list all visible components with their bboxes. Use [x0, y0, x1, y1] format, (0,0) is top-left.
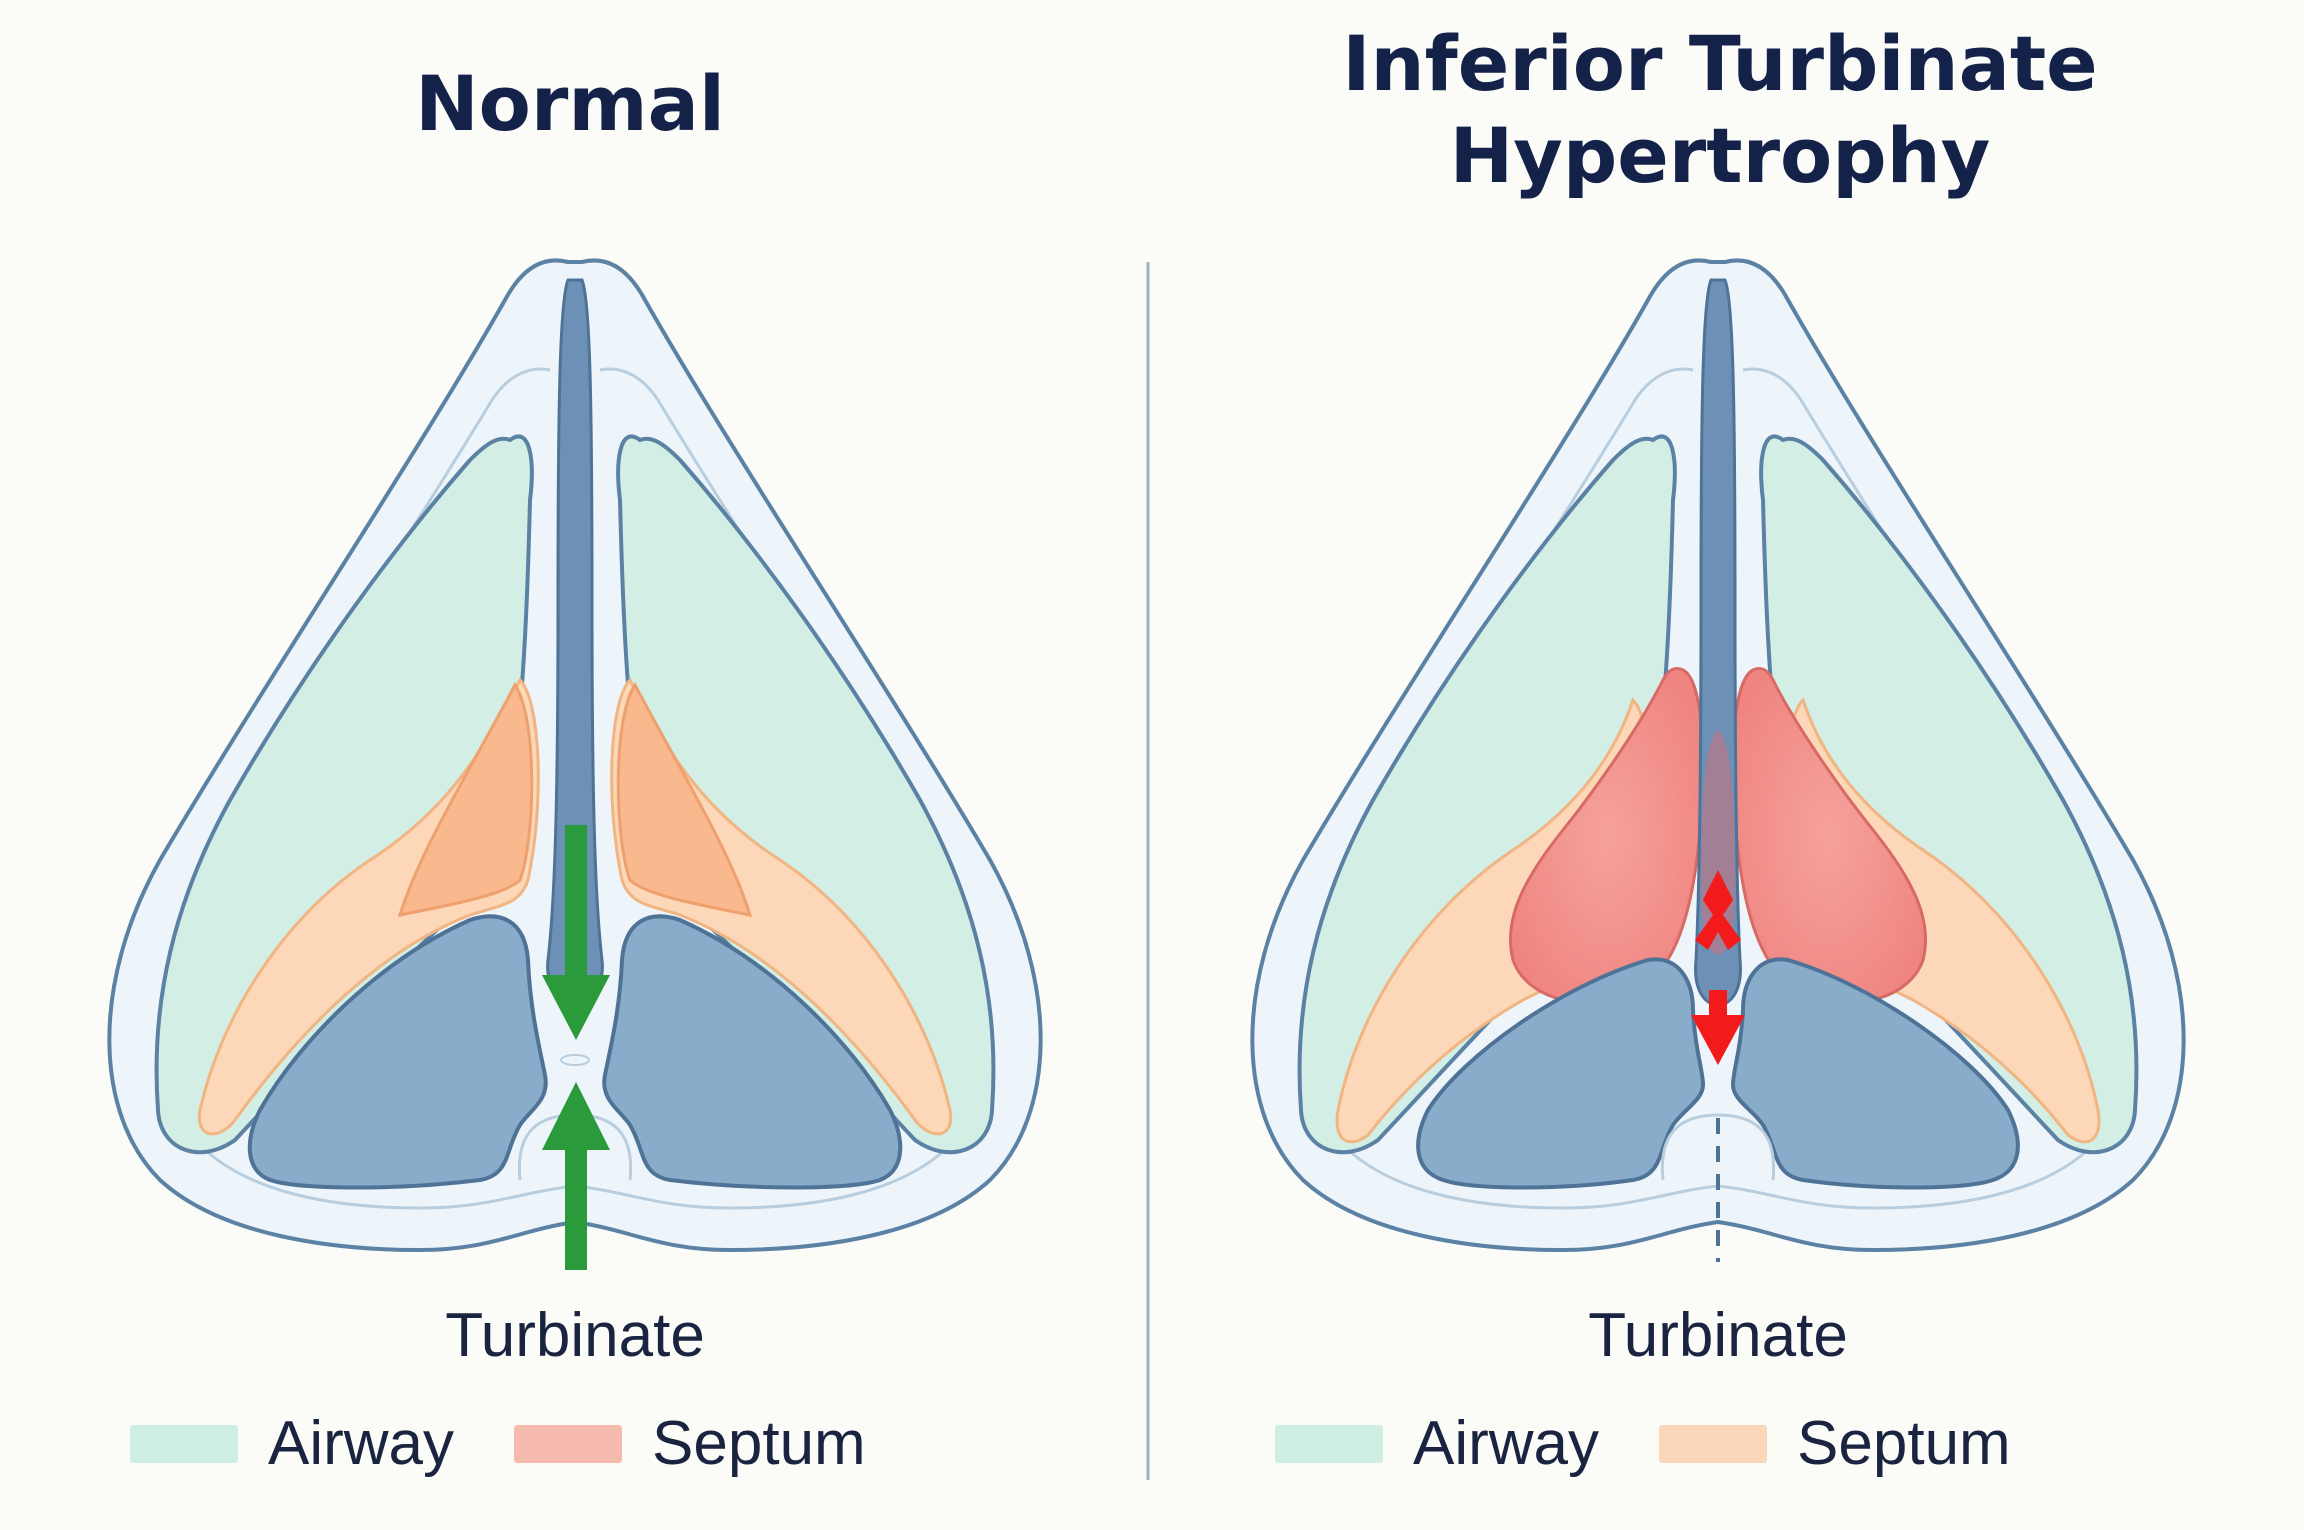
- normal-panel-title: Normal: [320, 58, 820, 150]
- hypertrophy-legend-label-airway: Airway: [1413, 1409, 1600, 1478]
- normal-legend-swatch-septum: [514, 1425, 623, 1463]
- hypertrophy-title-line-2: Hypertrophy: [1449, 111, 1991, 200]
- hypertrophy-nostril-arc: [1660, 1113, 1776, 1181]
- hypertrophy-lower-chamber-right: [1730, 957, 2020, 1190]
- normal-airflow-gap: [560, 1054, 590, 1066]
- hypertrophy-legend-swatch-septum: [1659, 1425, 1768, 1463]
- normal-title-line: Normal: [415, 59, 725, 148]
- normal-lower-chamber-right: [602, 914, 903, 1190]
- normal-nose-diagram: [107, 258, 1043, 1270]
- normal-turbinate-inner-left: [397, 682, 534, 917]
- hypertrophy-turbinate-caption: Turbinate: [1588, 1301, 1848, 1370]
- normal-turbinate-right: [610, 677, 953, 1136]
- normal-turbinate-left: [197, 677, 540, 1136]
- hypertrophy-nose-diagram: [1250, 258, 2186, 1262]
- normal-airway-left: [154, 434, 534, 1155]
- hypertrophy-legend-swatch-airway: [1275, 1425, 1383, 1463]
- normal-lower-chamber-left: [247, 914, 548, 1190]
- normal-legend-label-airway: Airway: [268, 1409, 455, 1478]
- normal-legend-label-septum: Septum: [652, 1409, 866, 1478]
- normal-legend-swatch-airway: [130, 1425, 238, 1463]
- hypertrophy-panel-title: Inferior Turbinate Hypertrophy: [1300, 18, 2140, 202]
- normal-turbinate-inner-right: [616, 682, 753, 917]
- hypertrophy-legend: Airway Septum: [1275, 1408, 2071, 1480]
- normal-turbinate-caption: Turbinate: [445, 1301, 705, 1370]
- normal-legend: Airway Septum: [130, 1408, 926, 1480]
- normal-arrow-down: [542, 825, 610, 1040]
- hypertrophy-arrow-down: [1691, 990, 1745, 1065]
- hypertrophy-legend-label-septum: Septum: [1797, 1409, 2011, 1478]
- normal-arrow-up: [542, 1082, 610, 1270]
- hypertrophy-lower-chamber-left: [1416, 957, 1706, 1190]
- hypertrophy-title-line-1: Inferior Turbinate: [1342, 19, 2098, 108]
- hypertrophy-arrow-blocked: [1695, 870, 1741, 950]
- normal-airway-right: [616, 434, 996, 1155]
